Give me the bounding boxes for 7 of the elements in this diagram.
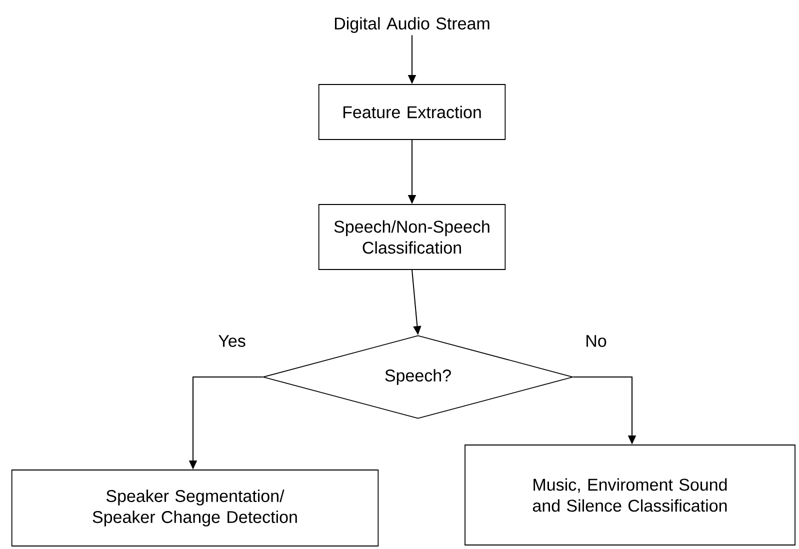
edge-label: No	[584, 334, 608, 348]
edge-label: Yes	[217, 334, 247, 348]
process-box: Music, Enviroment Sound and Silence Classification	[464, 444, 796, 546]
process-box: Feature Extraction	[318, 84, 506, 140]
input-label: Digital Audio Stream	[334, 17, 490, 33]
process-box: Speech/Non-Speech Classification	[318, 204, 506, 270]
process-box: Speaker Segmentation/ Speaker Change Detection	[11, 470, 379, 546]
